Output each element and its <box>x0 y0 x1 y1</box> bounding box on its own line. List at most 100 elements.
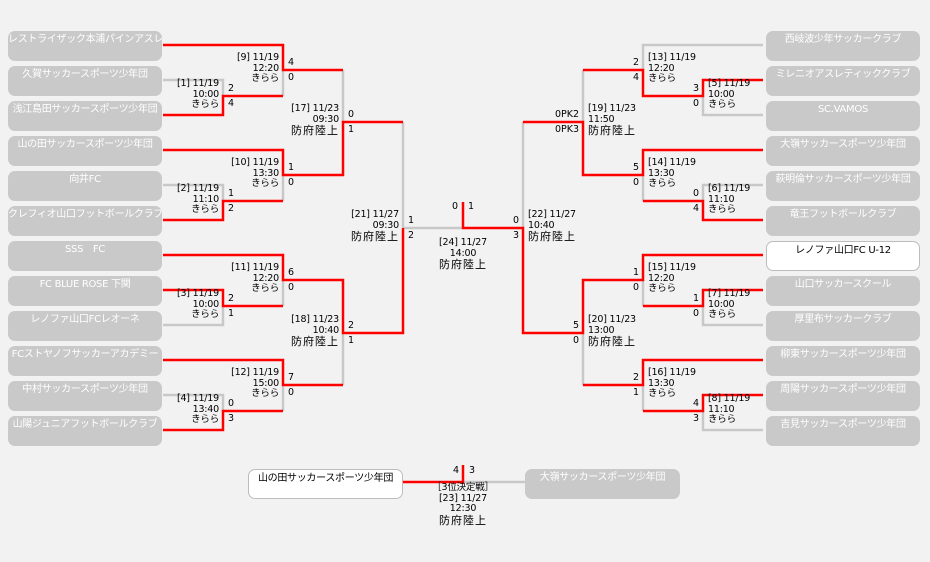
score-top: 2 <box>348 320 355 331</box>
score-top: 1 <box>228 188 235 199</box>
score-bottom: 0PK3 <box>554 124 579 135</box>
final-venue: 防府陸上 <box>439 258 487 271</box>
score-bottom: 1 <box>632 387 639 398</box>
match-time: 13:30 <box>648 167 675 179</box>
match-time: 15:00 <box>252 377 280 389</box>
match-time: 12:20 <box>252 62 280 74</box>
match-label: [14] 11/19 <box>648 157 696 168</box>
team-box-right[interactable]: 西岐波少年サッカークラブ <box>766 31 920 61</box>
team-box-right[interactable]: 厚里布サッカークラブ <box>766 311 920 341</box>
match-label: [5] 11/19 <box>708 78 751 89</box>
third-place-score-left: 4 <box>453 465 460 476</box>
team-box-right[interactable]: 山口サッカースクール <box>766 276 920 306</box>
match-venue: きらら <box>648 388 676 399</box>
match-label: [15] 11/19 <box>648 262 696 273</box>
match-label: [1] 11/19 <box>176 78 219 89</box>
team-box-left[interactable]: FC BLUE ROSE 下関 <box>8 276 162 306</box>
match-time: 11:10 <box>708 403 735 415</box>
match-venue: きらら <box>251 283 279 294</box>
final-score-right: 1 <box>468 201 475 212</box>
team-box-right[interactable]: SC.VAMOS <box>766 101 920 131</box>
team-box-left[interactable]: SSS FC <box>8 241 162 271</box>
score-top: 2 <box>228 293 235 304</box>
match-venue: きらら <box>251 388 279 399</box>
third-place-info: ［3位決定戦］ [23] 11/27 12:30 防府陸上 <box>423 482 503 527</box>
team-box-left[interactable]: レストライザック本浦パインアスレティッククラブ <box>8 31 162 61</box>
team-box-left[interactable]: クレフィオ山口フットボールクラブ <box>8 206 162 236</box>
score-bottom: 0 <box>288 387 295 398</box>
match-time: 09:30 <box>312 113 340 125</box>
score-top: 2 <box>228 83 235 94</box>
match-venue: きらら <box>708 204 736 215</box>
score-top: 4 <box>692 398 699 409</box>
third-place-label: [23] 11/27 <box>439 492 487 504</box>
score-top: 3 <box>692 83 699 94</box>
match-time: 10:00 <box>192 298 220 310</box>
match-time: 11:10 <box>192 193 220 205</box>
match-time: 10:00 <box>192 88 220 100</box>
match-venue: きらら <box>708 414 736 425</box>
match-label: [18] 11/23 <box>291 314 339 325</box>
match-time: 09:30 <box>372 219 400 231</box>
score-bottom: 0 <box>572 335 579 346</box>
match-venue: 防府陸上 <box>588 335 636 348</box>
match-label: [12] 11/19 <box>231 367 279 378</box>
team-box-right[interactable]: ミレニオアスレティッククラブ <box>766 66 920 96</box>
match-label: [20] 11/23 <box>588 314 636 325</box>
loser-lines <box>163 43 763 484</box>
team-box-right[interactable]: 竜王フットボールクラブ <box>766 206 920 236</box>
match-venue: きらら <box>648 283 676 294</box>
match-label: [3] 11/19 <box>176 288 219 299</box>
score-top: 5 <box>632 162 639 173</box>
match-venue: 防府陸上 <box>351 230 399 243</box>
team-box-right[interactable]: 萩明倫サッカースポーツ少年団 <box>766 171 920 201</box>
score-bottom: 0 <box>288 72 295 83</box>
third-place-time: 12:30 <box>449 503 477 514</box>
match-venue: きらら <box>648 178 676 189</box>
team-box-right[interactable]: 周陽サッカースポーツ少年団 <box>766 381 920 411</box>
team-box-right[interactable]: 大嶺サッカースポーツ少年団 <box>766 136 920 166</box>
match-venue: きらら <box>191 414 219 425</box>
team-box-left[interactable]: 中村サッカースポーツ少年団 <box>8 381 162 411</box>
match-venue: きらら <box>251 73 279 84</box>
team-box-left[interactable]: レノファ山口FCレオーネ <box>8 311 162 341</box>
third-place-title: ［3位決定戦］ <box>432 482 494 493</box>
score-top: 0 <box>348 109 355 120</box>
team-box-right[interactable]: レノファ山口FC U-12 <box>766 241 920 271</box>
match-time: 13:30 <box>252 167 280 179</box>
team-box-right[interactable]: 吉見サッカースポーツ少年団 <box>766 416 920 446</box>
match-label: [19] 11/23 <box>588 103 636 114</box>
third-place-team-right[interactable]: 大嶺サッカースポーツ少年団 <box>525 469 680 499</box>
match-label: [7] 11/19 <box>708 288 751 299</box>
match-time: 11:50 <box>588 113 615 125</box>
team-box-left[interactable]: 向井FC <box>8 171 162 201</box>
match-time: 10:00 <box>708 88 735 100</box>
match-time: 12:20 <box>648 62 675 74</box>
match-time: 12:20 <box>648 272 675 284</box>
team-box-left[interactable]: 久賀サッカースポーツ少年団 <box>8 66 162 96</box>
match-venue: 防府陸上 <box>588 124 636 137</box>
team-box-left[interactable]: 浅江島田サッカースポーツ少年団 <box>8 101 162 131</box>
score-bottom: 0 <box>632 282 639 293</box>
match-time: 13:40 <box>192 403 220 415</box>
team-box-left[interactable]: 山の田サッカースポーツ少年団 <box>8 136 162 166</box>
score-bottom: 0 <box>288 177 295 188</box>
team-box-left[interactable]: FCストヤノフサッカーアカデミー <box>8 346 162 376</box>
team-box-left[interactable]: 山陽ジュニアフットボールクラブ <box>8 416 162 446</box>
third-place-team-left[interactable]: 山の田サッカースポーツ少年団 <box>248 469 403 499</box>
match-label: [8] 11/19 <box>708 393 751 404</box>
score-bottom: 3 <box>512 230 519 241</box>
score-top: 6 <box>288 267 295 278</box>
match-venue: きらら <box>191 99 219 110</box>
team-box-right[interactable]: 柳東サッカースポーツ少年団 <box>766 346 920 376</box>
